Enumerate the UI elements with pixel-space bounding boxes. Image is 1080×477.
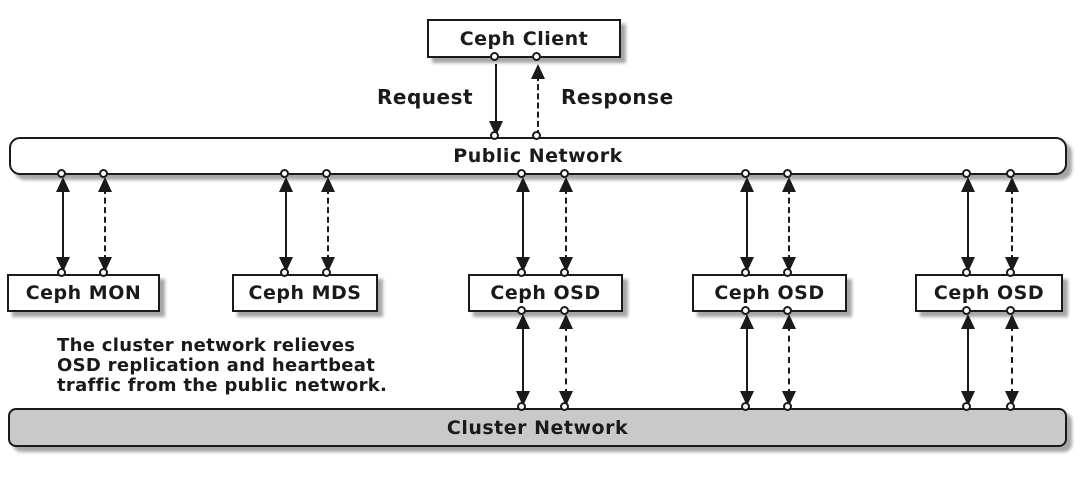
- connection-port: [559, 305, 569, 315]
- cluster-network-label: Cluster Network: [446, 416, 629, 439]
- solid-arrow: [516, 314, 530, 406]
- node-ceph-mds: Ceph MDS: [232, 274, 378, 312]
- response-label: Response: [561, 85, 674, 109]
- request-label: Request: [377, 85, 474, 109]
- connection-port: [961, 168, 971, 178]
- connection-port: [531, 51, 541, 61]
- connection-port: [56, 168, 66, 178]
- connection-port: [1005, 305, 1015, 315]
- connection-port: [321, 267, 331, 277]
- solid-arrow: [961, 314, 975, 406]
- connection-port: [516, 305, 526, 315]
- connection-port: [559, 168, 569, 178]
- connection-port: [279, 168, 289, 178]
- connection-port: [98, 168, 108, 178]
- connection-port: [516, 168, 526, 178]
- cluster-network-bar: Cluster Network: [8, 408, 1067, 447]
- annotation-line: The cluster network relieves: [57, 335, 356, 356]
- node-ceph-client: Ceph Client: [427, 19, 621, 58]
- node-ceph-osd-2: Ceph OSD: [692, 274, 847, 312]
- node-label: Ceph Client: [459, 27, 589, 50]
- connection-port: [489, 130, 499, 140]
- dashed-arrow: [531, 64, 545, 136]
- connection-port: [961, 401, 971, 411]
- dashed-arrow: [559, 177, 573, 272]
- annotation-line: OSD replication and heartbeat: [57, 355, 376, 376]
- node-label: Ceph OSD: [490, 282, 601, 304]
- connection-port: [516, 401, 526, 411]
- annotation-line: traffic from the public network.: [57, 375, 388, 396]
- connection-port: [782, 168, 792, 178]
- connection-port: [516, 267, 526, 277]
- solid-arrow: [279, 177, 293, 272]
- node-label: Ceph OSD: [933, 282, 1045, 304]
- connection-port: [56, 267, 66, 277]
- connection-port: [740, 401, 750, 411]
- solid-arrow: [489, 64, 503, 136]
- dashed-arrow: [782, 314, 796, 406]
- dashed-arrow: [321, 177, 335, 272]
- dashed-arrow: [782, 177, 796, 272]
- node-label: Ceph MON: [25, 282, 142, 304]
- node-ceph-osd-3: Ceph OSD: [915, 274, 1063, 312]
- connection-port: [782, 401, 792, 411]
- connection-port: [1005, 168, 1015, 178]
- solid-arrow: [516, 177, 530, 272]
- connection-port: [961, 267, 971, 277]
- public-network-label: Public Network: [453, 145, 623, 167]
- dashed-arrow: [98, 177, 112, 272]
- solid-arrow: [740, 177, 754, 272]
- solid-arrow: [740, 314, 754, 406]
- connection-port: [98, 267, 108, 277]
- connection-port: [740, 168, 750, 178]
- connection-port: [740, 305, 750, 315]
- connection-port: [961, 305, 971, 315]
- connection-port: [1005, 401, 1015, 411]
- connection-port: [489, 51, 499, 61]
- connection-port: [559, 401, 569, 411]
- cluster-network-annotation: The cluster network relieves OSD replica…: [57, 336, 387, 396]
- connection-port: [782, 267, 792, 277]
- node-ceph-mon: Ceph MON: [7, 274, 160, 312]
- connection-port: [782, 305, 792, 315]
- dashed-arrow: [1005, 177, 1019, 272]
- connection-port: [531, 130, 541, 140]
- node-label: Ceph OSD: [714, 282, 825, 304]
- solid-arrow: [56, 177, 70, 272]
- connection-port: [1005, 267, 1015, 277]
- connection-port: [279, 267, 289, 277]
- dashed-arrow: [559, 314, 573, 406]
- node-label: Ceph MDS: [248, 282, 362, 304]
- connection-port: [559, 267, 569, 277]
- connection-port: [740, 267, 750, 277]
- connection-port: [321, 168, 331, 178]
- node-ceph-osd-1: Ceph OSD: [468, 274, 623, 312]
- dashed-arrow: [1005, 314, 1019, 406]
- public-network-bar: Public Network: [9, 137, 1067, 175]
- solid-arrow: [961, 177, 975, 272]
